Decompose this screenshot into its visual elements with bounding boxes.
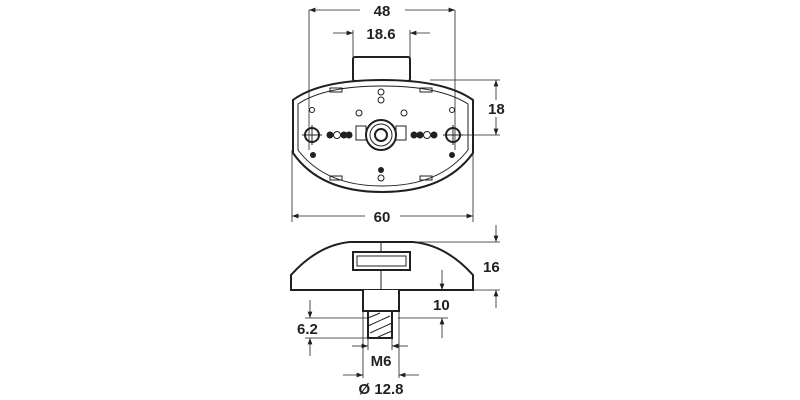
dimension-16: 16	[415, 225, 500, 308]
stem	[362, 290, 400, 312]
dimension-12-8: Ø 12.8	[343, 311, 419, 398]
dimension-label: 60	[374, 209, 391, 226]
top-tab	[352, 56, 411, 82]
dimension-10: 10	[398, 270, 450, 338]
dimension-label: 18.6	[366, 26, 395, 43]
dimension-48: 48	[308, 3, 456, 150]
dimension-label: 10	[433, 297, 450, 314]
inner-outline	[297, 85, 469, 187]
dimension-label: 16	[483, 259, 500, 276]
dimension-18: 18	[430, 79, 505, 136]
center-hole	[374, 128, 388, 142]
dimension-label: M6	[371, 353, 392, 370]
dimension-18-6: 18.6	[333, 26, 430, 57]
top-view	[292, 56, 474, 194]
dimension-m6: M6	[352, 338, 408, 370]
ear-hole-left	[302, 125, 322, 145]
clip-slots	[329, 87, 433, 181]
dimension-label: 6.2	[297, 321, 318, 338]
dimension-label: 18	[488, 101, 505, 118]
detent-dots	[309, 88, 455, 182]
dimension-label: Ø 12.8	[358, 381, 403, 398]
side-view	[290, 241, 474, 339]
dimension-6-2: 6.2	[297, 300, 368, 356]
dimension-60: 60	[291, 150, 474, 226]
dimension-label: 48	[374, 3, 391, 20]
side-slot	[352, 251, 411, 271]
